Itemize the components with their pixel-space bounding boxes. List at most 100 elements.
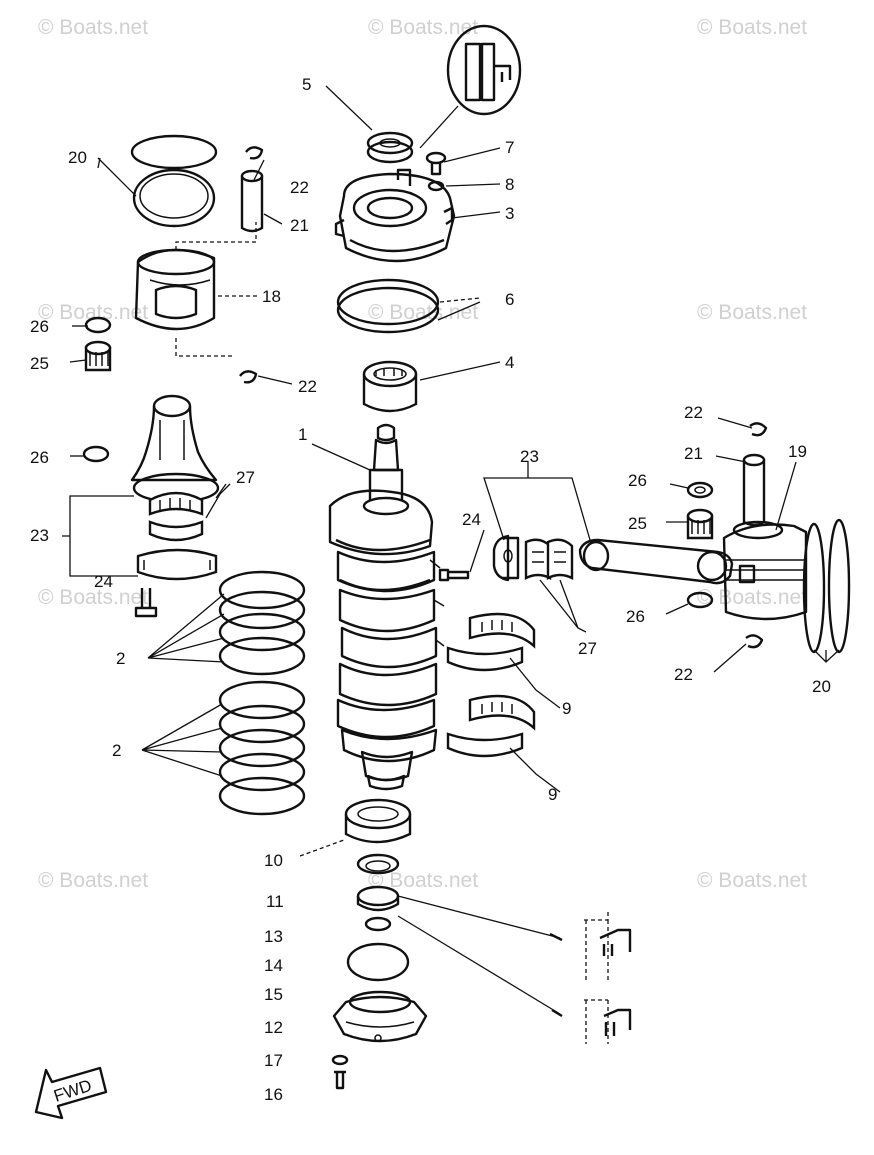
connecting-rod-left: [130, 394, 220, 504]
callout: 16: [264, 1085, 283, 1104]
callout: 2: [112, 741, 121, 760]
piston-19-right: [722, 520, 808, 621]
bolt-24-left: [134, 588, 158, 618]
callout: 22: [684, 403, 703, 422]
watermark: © Boats.net: [697, 586, 807, 609]
watermarks: © Boats.net © Boats.net © Boats.net © Bo…: [38, 16, 807, 892]
detail-balloon-lower: [397, 895, 632, 1044]
circlip-22-right-top: [749, 422, 768, 437]
piston-pin-21-left: [240, 169, 264, 233]
piston-rings-2-upper: [218, 570, 306, 676]
callout: 20: [68, 148, 87, 167]
callout: 27: [578, 639, 597, 658]
oil-seal-5: [366, 131, 414, 164]
callout: 18: [262, 287, 281, 306]
callout: 9: [548, 785, 557, 804]
piston-rings-20-right: [802, 518, 851, 654]
circlip-22-left-top: [245, 146, 264, 160]
callout: 2: [116, 649, 125, 668]
watermark: © Boats.net: [38, 16, 148, 39]
callout: 4: [505, 353, 514, 372]
watermark: © Boats.net: [368, 301, 478, 324]
bolt-7: [425, 151, 447, 176]
watermark: © Boats.net: [697, 16, 807, 39]
watermark: © Boats.net: [38, 869, 148, 892]
rod-cap-23-right: [492, 534, 520, 582]
seal-13: [356, 885, 400, 912]
o-ring-14: [346, 942, 410, 982]
upper-bearing-housing-3: [334, 168, 456, 263]
callout: 5: [302, 75, 311, 94]
callout: 26: [30, 448, 49, 467]
callouts: 5 7 8 3 6 4 1 20 22 21 18 26 25 22 26 27…: [30, 75, 831, 1104]
callout: 25: [30, 354, 49, 373]
piston-18-left: [134, 222, 257, 331]
watermark: © Boats.net: [38, 586, 148, 609]
washer-26-right-top: [686, 481, 714, 499]
callout: 6: [505, 290, 514, 309]
bolt-24-right: [438, 568, 470, 582]
seal-11: [356, 853, 400, 875]
callout: 21: [684, 444, 703, 463]
leader-lines: [62, 85, 840, 857]
piston-rings-20-left: [130, 134, 218, 228]
crankshaft-1: [328, 423, 445, 791]
callout: 23: [30, 526, 49, 545]
needle-bearing-25-left: [84, 340, 112, 372]
callout: 10: [264, 851, 283, 870]
main-bearing-9-lower: [446, 694, 536, 758]
washer-26-right-bottom: [686, 591, 714, 609]
washer-17-bolt-16: [331, 1054, 349, 1090]
rod-cap-23-left: [136, 548, 218, 581]
callout: 13: [264, 927, 283, 946]
seal-15: [364, 916, 392, 932]
callout: 22: [290, 178, 309, 197]
circlip-22-left-bottom: [239, 370, 258, 384]
watermark: © Boats.net: [697, 869, 807, 892]
callout: 27: [236, 468, 255, 487]
detail-balloon-top: [419, 24, 522, 149]
callout: 26: [628, 471, 647, 490]
callout: 7: [505, 138, 514, 157]
callout: 22: [298, 377, 317, 396]
callout: 26: [30, 317, 49, 336]
needle-bearing-4: [362, 360, 418, 413]
bearing-27-left: [148, 491, 204, 542]
washer-26-left-bottom: [82, 445, 110, 463]
circlip-22-right-bottom: [745, 634, 764, 649]
watermark: © Boats.net: [368, 869, 478, 892]
callout: 17: [264, 1051, 283, 1070]
callout: 15: [264, 985, 283, 1004]
callout: 23: [520, 447, 539, 466]
needle-bearing-25-right: [686, 508, 714, 540]
watermark: © Boats.net: [38, 301, 148, 324]
callout: 14: [264, 956, 283, 975]
callout: 21: [290, 216, 309, 235]
callout: 12: [264, 1018, 283, 1037]
callout: 11: [266, 892, 284, 911]
callout: 24: [462, 510, 481, 529]
callout: 24: [94, 572, 113, 591]
piston-rings-2-lower: [218, 680, 306, 816]
connecting-rod-right: [578, 538, 734, 585]
watermark: © Boats.net: [697, 301, 807, 324]
ball-bearing-10: [344, 798, 412, 844]
bearing-27-right: [524, 538, 574, 580]
washer-26-left-top: [84, 316, 112, 334]
lower-bearing-housing-12: [332, 990, 428, 1043]
o-ring-6: [336, 278, 440, 334]
callout: 1: [298, 425, 307, 444]
fwd-arrow: FWD: [34, 1066, 108, 1120]
callout: 19: [788, 442, 807, 461]
callout: 22: [674, 665, 693, 684]
callout: 3: [505, 204, 514, 223]
watermark: © Boats.net: [368, 16, 478, 39]
callout: 20: [812, 677, 831, 696]
callout: 26: [626, 607, 645, 626]
main-bearing-9-upper: [446, 612, 536, 672]
callout: 9: [562, 699, 571, 718]
piston-pin-21-right: [742, 453, 766, 527]
callout: 8: [505, 175, 514, 194]
callout: 25: [628, 514, 647, 533]
